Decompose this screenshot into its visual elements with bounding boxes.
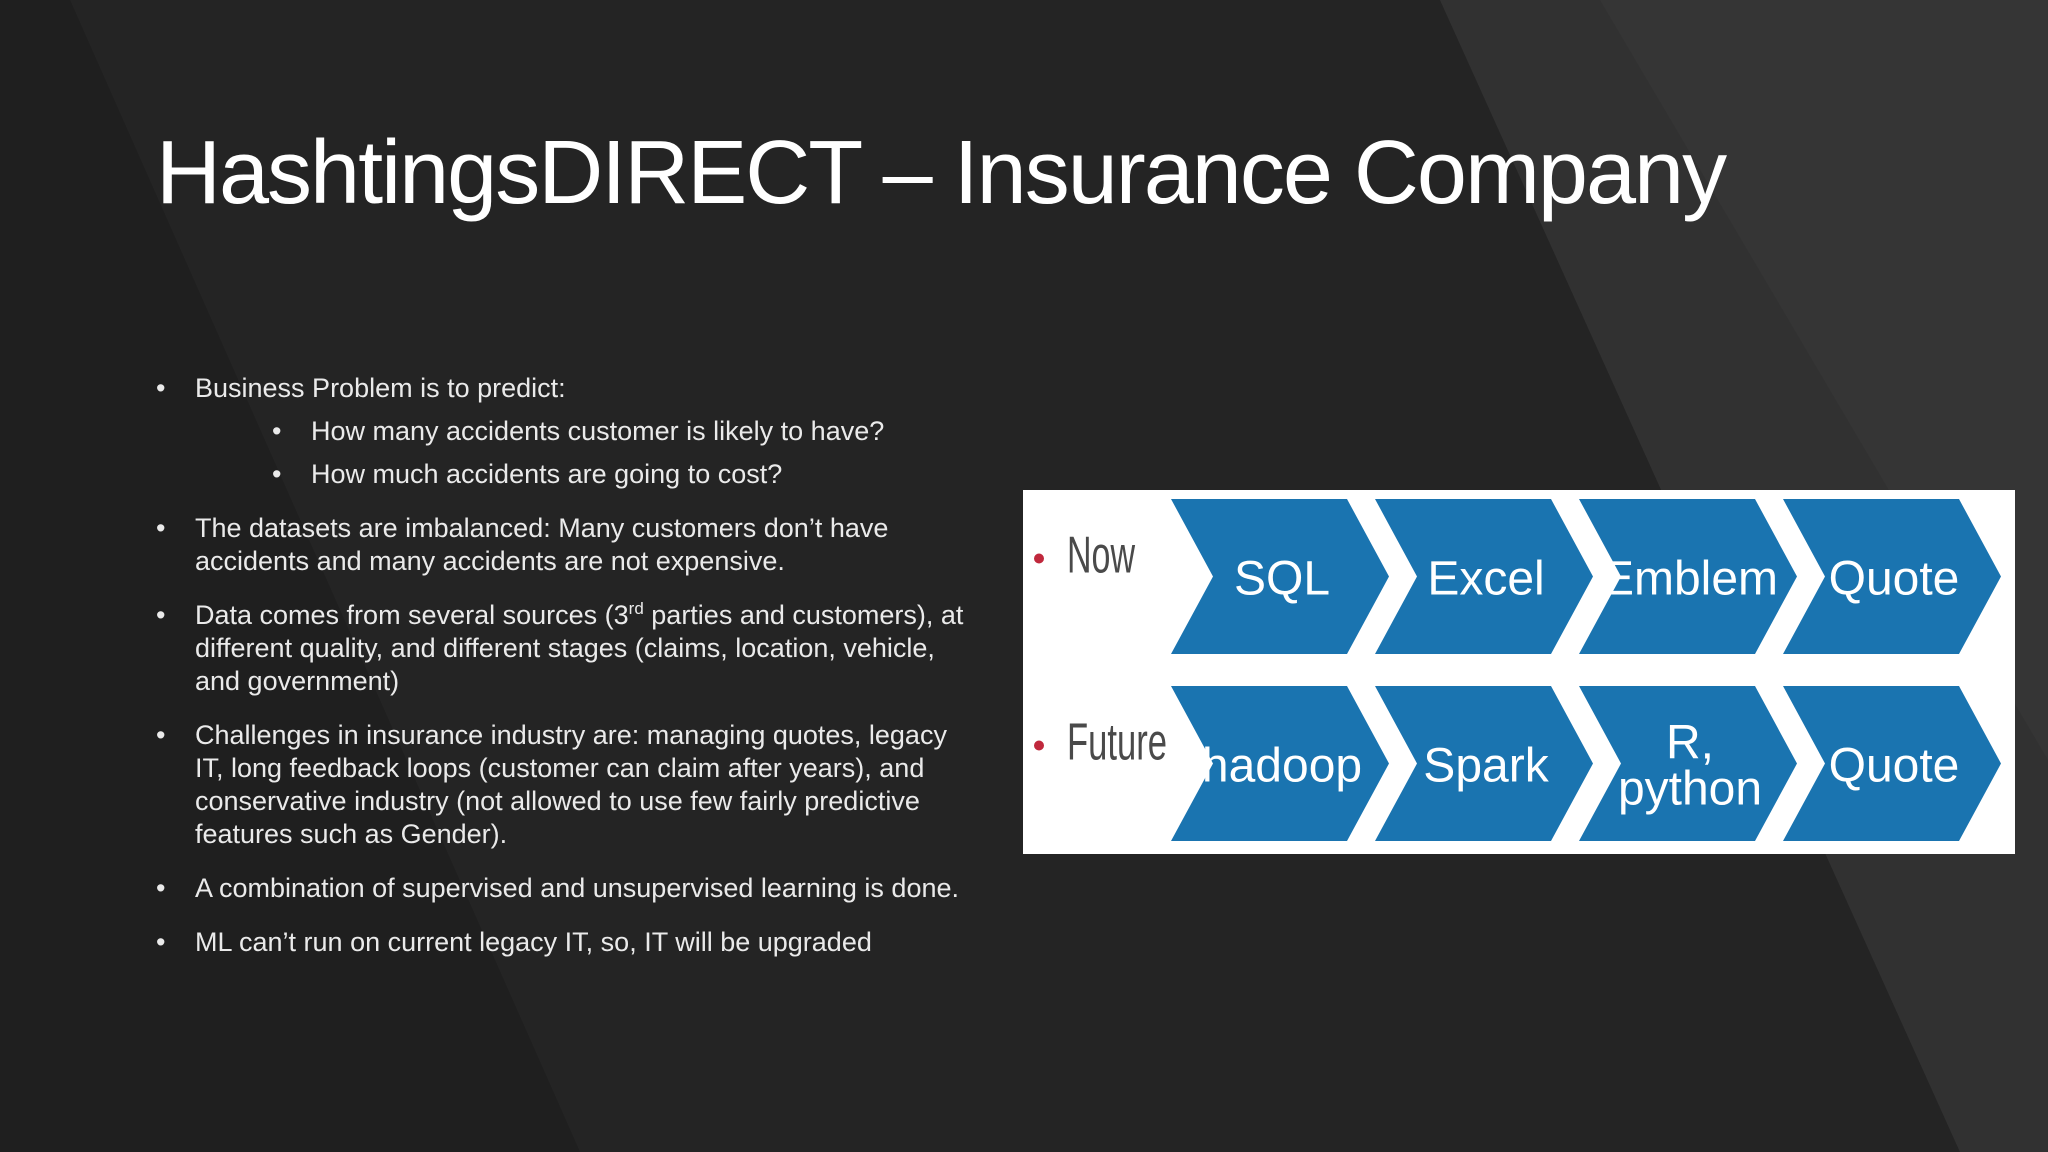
future-bullet-dot [1034, 740, 1044, 751]
bullet-business-problem: Business Problem is to predict: How many… [156, 372, 976, 491]
future-step-label: Spark [1423, 740, 1549, 793]
future-step-label: python [1618, 763, 1762, 816]
sub-bullet-list: How many accidents customer is likely to… [195, 415, 976, 491]
bullet-industry-challenges: Challenges in insurance industry are: ma… [156, 719, 976, 851]
future-row: Future hadoop Spark R,python Quote [1034, 686, 2001, 841]
future-step-chevron [1171, 686, 1389, 841]
bullet-data-sources: Data comes from several sources (3rd par… [156, 599, 976, 698]
bullet-text-part: parties and customers), at different qua… [195, 600, 964, 696]
now-step-label: SQL [1234, 553, 1330, 606]
now-step-chevron [1579, 499, 1797, 654]
future-step-label: hadoop [1202, 740, 1362, 793]
future-step-chevron [1375, 686, 1593, 841]
bullet-learning-methods: A combination of supervised and unsuperv… [156, 872, 976, 905]
now-step-label: Emblem [1602, 553, 1778, 606]
now-step-chevron [1171, 499, 1389, 654]
bullet-text: Business Problem is to predict: [195, 373, 566, 403]
now-bullet-dot [1034, 553, 1044, 564]
bullet-imbalanced-datasets: The datasets are imbalanced: Many custom… [156, 512, 976, 578]
now-row-label: Now [1067, 527, 1135, 585]
now-step-label: Excel [1427, 553, 1544, 606]
now-step-chevron [1375, 499, 1593, 654]
now-step-chevron [1783, 499, 2001, 654]
now-row: Now SQL Excel Emblem Quote [1034, 499, 2001, 654]
bullet-list: Business Problem is to predict: How many… [156, 372, 976, 980]
bullet-text-part: Data comes from several sources (3 [195, 600, 629, 630]
sub-bullet-accident-cost: How much accidents are going to cost? [272, 458, 976, 491]
superscript: rd [628, 599, 644, 618]
slide-title: HashtingsDIRECT – Insurance Company [156, 123, 1727, 223]
bullet-legacy-it: ML can’t run on current legacy IT, so, I… [156, 926, 976, 959]
future-step-chevron [1579, 686, 1797, 841]
sub-bullet-accident-count: How many accidents customer is likely to… [272, 415, 976, 448]
future-step-label: R, [1666, 717, 1714, 770]
future-step-label: Quote [1829, 740, 1960, 793]
future-step-chevron [1783, 686, 2001, 841]
now-step-label: Quote [1829, 553, 1960, 606]
future-row-label: Future [1067, 714, 1167, 772]
